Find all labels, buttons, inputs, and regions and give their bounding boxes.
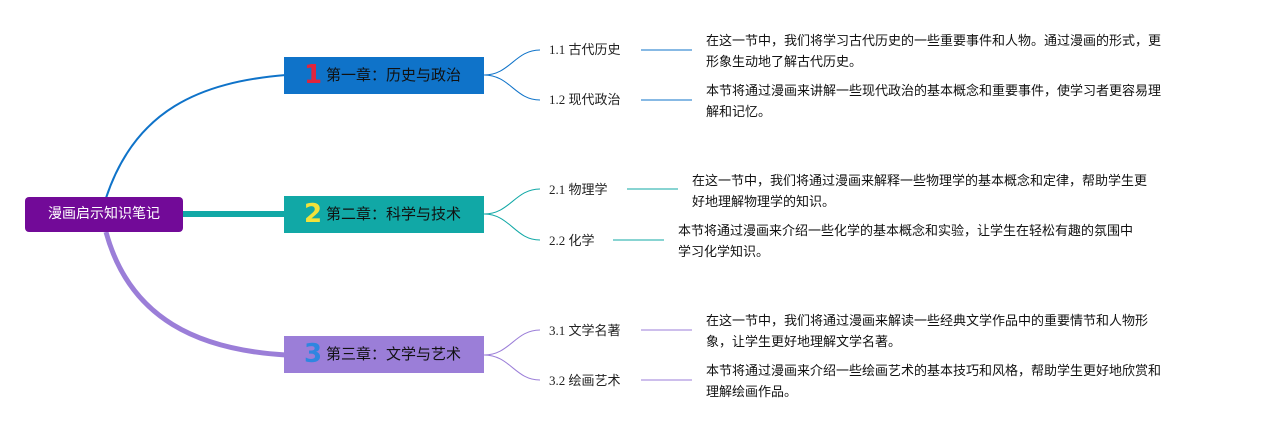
- section-1-1-note: 在这一节中，我们将学习古代历史的一些重要事件和人物。通过漫画的形式，更 形象生动…: [706, 31, 1161, 73]
- section-3-2-note-line-1: 本节将通过漫画来介绍一些绘画艺术的基本技巧和风格，帮助学生更好地欣赏和: [706, 364, 1162, 379]
- section-3-2-note-line-2: 理解绘画作品。: [706, 385, 798, 400]
- chapter-2-to-section-2-2-line: [483, 213, 541, 241]
- section-1-2-note-line-2: 解和记忆。: [706, 105, 772, 120]
- section-2-1-note: 在这一节中，我们将通过漫画来解释一些物理学的基本概念和定律，帮助学生更 好地理解…: [692, 171, 1147, 213]
- chapter-3-number-icon: 3: [303, 339, 323, 369]
- section-1-2-note: 本节将通过漫画来讲解一些现代政治的基本概念和重要事件，使学习者更容易理 解和记忆…: [706, 81, 1161, 123]
- section-3-2-node[interactable]: 3.2 绘画艺术: [549, 373, 621, 388]
- chapter-1-number-icon: 1: [303, 60, 323, 90]
- section-2-2-note-line-2: 学习化学知识。: [678, 245, 770, 260]
- chapter-3-title: 第三章：文学与艺术: [326, 345, 462, 363]
- section-1-1-node[interactable]: 1.1 古代历史: [549, 42, 621, 57]
- chapter-3-node[interactable]: 3 第三章：文学与艺术: [284, 336, 484, 373]
- chapter-3-to-section-3-2-line: [483, 354, 541, 381]
- section-3-1-note-line-2: 象，让学生更好地理解文学名著。: [706, 335, 902, 350]
- chapter-1-node[interactable]: 1 第一章：历史与政治: [284, 57, 484, 94]
- root-to-chapter-1-line: [105, 74, 287, 199]
- root-node[interactable]: 漫画启示知识笔记: [25, 197, 183, 232]
- chapter-2-title: 第二章：科学与技术: [326, 205, 462, 223]
- section-1-2-note-line-1: 本节将通过漫画来讲解一些现代政治的基本概念和重要事件，使学习者更容易理: [706, 84, 1162, 99]
- section-2-1-node[interactable]: 2.1 物理学: [549, 182, 608, 197]
- chapter-2-node[interactable]: 2 第二章：科学与技术: [284, 196, 484, 233]
- root-node-label: 漫画启示知识笔记: [48, 206, 160, 222]
- section-3-1-node[interactable]: 3.1 文学名著: [549, 323, 621, 338]
- section-2-2-note: 本节将通过漫画来介绍一些化学的基本概念和实验，让学生在轻松有趣的氛围中 学习化学…: [678, 221, 1133, 263]
- section-2-2-node[interactable]: 2.2 化学: [549, 233, 595, 248]
- chapter-1-title: 第一章：历史与政治: [326, 66, 462, 84]
- chapter-3-to-section-3-1-line: [483, 329, 541, 356]
- section-3-1-note-line-1: 在这一节中，我们将通过漫画来解读一些经典文学作品中的重要情节和人物形: [706, 314, 1149, 329]
- section-1-2-node[interactable]: 1.2 现代政治: [549, 92, 621, 107]
- section-3-2-note: 本节将通过漫画来介绍一些绘画艺术的基本技巧和风格，帮助学生更好地欣赏和 理解绘画…: [706, 361, 1161, 403]
- chapter-1-to-section-1-1-line: [483, 49, 541, 76]
- section-1-1-note-line-1: 在这一节中，我们将学习古代历史的一些重要事件和人物。通过漫画的形式，更: [706, 34, 1162, 49]
- section-2-1-note-line-2: 好地理解物理学的知识。: [692, 195, 836, 210]
- section-2-2-note-line-1: 本节将通过漫画来介绍一些化学的基本概念和实验，让学生在轻松有趣的氛围中: [678, 224, 1134, 239]
- chapter-2-to-section-2-1-line: [483, 188, 541, 215]
- chapter-1-to-section-1-2-line: [483, 74, 541, 101]
- section-2-1-note-line-1: 在这一节中，我们将通过漫画来解释一些物理学的基本概念和定律，帮助学生更: [692, 174, 1148, 189]
- section-1-1-note-line-2: 形象生动地了解古代历史。: [706, 55, 863, 70]
- root-to-chapter-3-line: [103, 231, 287, 358]
- chapter-2-number-icon: 2: [303, 199, 323, 229]
- section-3-1-note: 在这一节中，我们将通过漫画来解读一些经典文学作品中的重要情节和人物形 象，让学生…: [706, 311, 1148, 353]
